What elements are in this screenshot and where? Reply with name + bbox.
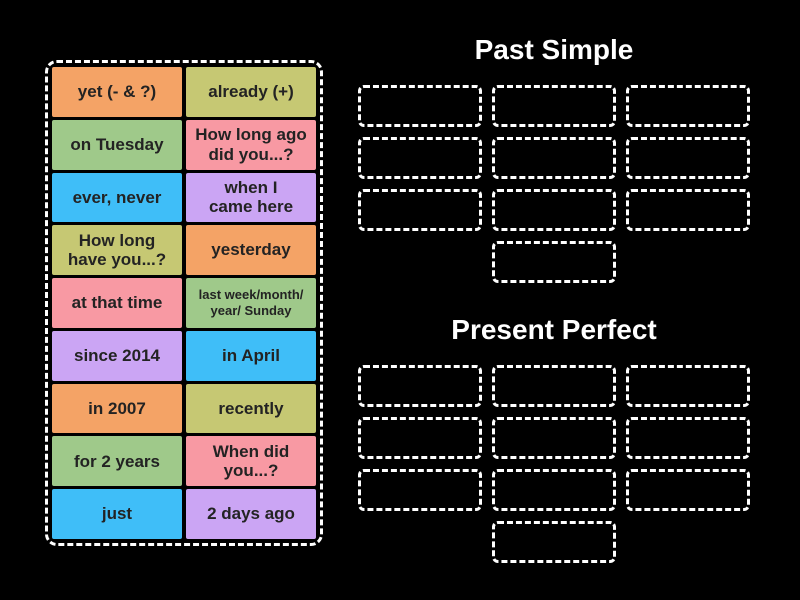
word-card[interactable]: in April — [186, 330, 316, 381]
word-card[interactable]: yesterday — [186, 225, 316, 276]
word-card[interactable]: When did you...? — [186, 436, 316, 487]
word-card[interactable]: recently — [186, 383, 316, 434]
word-card[interactable]: yet (- & ?) — [52, 67, 182, 117]
drop-slot[interactable] — [492, 469, 616, 511]
drop-slot[interactable] — [626, 469, 750, 511]
drop-slot[interactable] — [358, 189, 482, 231]
drop-slot[interactable] — [626, 417, 750, 459]
word-card[interactable]: when I came here — [186, 172, 316, 223]
drop-slot[interactable] — [492, 85, 616, 127]
drop-slot[interactable] — [492, 521, 616, 563]
drop-slot[interactable] — [492, 189, 616, 231]
past-simple-slot-grid — [358, 85, 750, 283]
word-card[interactable]: on Tuesday — [52, 119, 182, 170]
drop-slot[interactable] — [492, 365, 616, 407]
drop-slot[interactable] — [358, 85, 482, 127]
word-card[interactable]: since 2014 — [52, 330, 182, 381]
word-card[interactable]: at that time — [52, 278, 182, 328]
drop-slot[interactable] — [626, 365, 750, 407]
word-card[interactable]: 2 days ago — [186, 489, 316, 539]
drop-slot[interactable] — [358, 469, 482, 511]
word-card[interactable]: in 2007 — [52, 383, 182, 434]
word-card[interactable]: How long have you...? — [52, 225, 182, 276]
word-card[interactable]: How long ago did you...? — [186, 119, 316, 170]
word-card[interactable]: last week/month/ year/ Sunday — [186, 278, 316, 328]
word-card[interactable]: already (+) — [186, 67, 316, 117]
drop-slot[interactable] — [626, 137, 750, 179]
drop-slot[interactable] — [358, 365, 482, 407]
group-title-past-simple: Past Simple — [474, 34, 634, 65]
group-title-present-perfect: Present Perfect — [451, 314, 657, 345]
group-present-perfect: Present Perfect — [358, 310, 750, 563]
drop-slot[interactable] — [626, 85, 750, 127]
card-pool: yet (- & ?) already (+) on Tuesday How l… — [45, 60, 323, 546]
word-card[interactable]: for 2 years — [52, 436, 182, 487]
word-card[interactable]: ever, never — [52, 172, 182, 223]
drop-slot[interactable] — [492, 241, 616, 283]
drop-slot[interactable] — [358, 417, 482, 459]
word-card[interactable]: just — [52, 489, 182, 539]
drop-slot[interactable] — [626, 189, 750, 231]
drop-slot[interactable] — [492, 137, 616, 179]
group-past-simple: Past Simple — [358, 30, 750, 283]
drop-slot[interactable] — [358, 137, 482, 179]
present-perfect-slot-grid — [358, 365, 750, 563]
drop-slot[interactable] — [492, 417, 616, 459]
